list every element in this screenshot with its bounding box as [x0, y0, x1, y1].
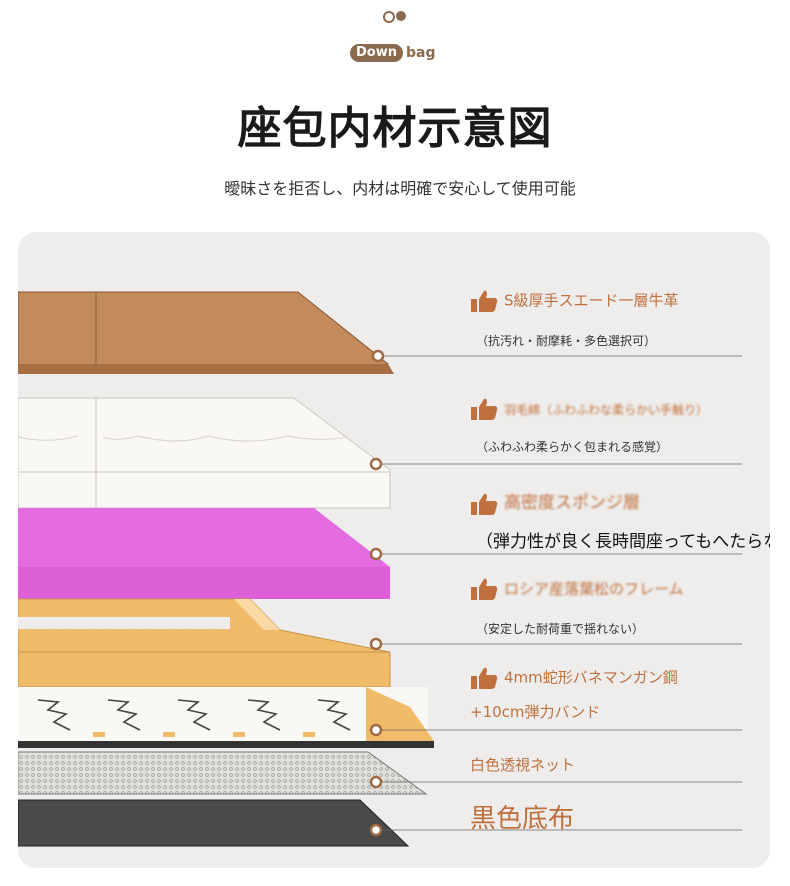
- indicator-dot-inactive: [383, 11, 395, 23]
- indicator-dot-active: [396, 11, 406, 21]
- layer-5-name: 4mm蛇形バネマンガン鋼: [504, 668, 678, 687]
- layer-wood-frame: [18, 598, 391, 688]
- layer-3-name: 高密度スポンジ層: [504, 493, 640, 513]
- thumbs-up-icon: [471, 290, 498, 312]
- layer-6-label: 白色透視ネット: [470, 756, 576, 774]
- layer-5-note: +10cm弾力バンド: [470, 703, 601, 721]
- layer-sponge: [18, 508, 390, 599]
- layer-1-note: （抗汚れ・耐摩耗・多色選択可）: [476, 334, 657, 348]
- thumbs-up-icon: [471, 398, 498, 420]
- layer-1-label: S級厚手スエード一層牛革: [470, 289, 679, 313]
- page-title: 座包内材示意図: [237, 103, 553, 154]
- layer-diagram-panel: S級厚手スエード一層牛革 （抗汚れ・耐摩耗・多色選択可） 羽毛綿（ふわふわな柔ら…: [18, 232, 770, 868]
- carousel-indicator: [383, 10, 409, 24]
- thumbs-up-icon: [471, 667, 498, 689]
- page-subtitle: 曖昧さを拒否し、内材は明確で安心して使用可能: [224, 179, 576, 198]
- leader-lines: [376, 355, 742, 831]
- layer-3-note: （弾力性が良く長時間座ってもへたらない: [476, 532, 770, 552]
- layer-2-note: （ふわふわ柔らかく包まれる感覚）: [476, 440, 669, 454]
- thumbs-up-icon: [471, 493, 498, 515]
- layer-black-base: [18, 799, 410, 847]
- layer-5-label: 4mm蛇形バネマンガン鋼: [470, 666, 678, 690]
- layer-4-name: ロシア産落葉松のフレーム: [504, 579, 684, 598]
- layer-leather: [18, 291, 394, 374]
- layer-2-name: 羽毛綿（ふわふわな柔らかい手触り）: [504, 402, 709, 417]
- layer-3-label: 高密度スポンジ層: [470, 488, 640, 516]
- layer-mesh: [18, 751, 428, 795]
- thumbs-up-icon: [471, 578, 498, 600]
- layer-4-label: ロシア産落葉松のフレーム: [470, 577, 684, 601]
- layer-1-name: S級厚手スエード一層牛革: [504, 291, 679, 310]
- layer-7-label: 黒色底布: [470, 804, 575, 834]
- layer-4-note: （安定した耐荷重で揺れない）: [476, 622, 645, 636]
- brand-logo: Down bag: [350, 44, 436, 62]
- layer-springs: [18, 687, 434, 748]
- leader-markers: [369, 349, 385, 837]
- brand-tail: bag: [406, 45, 436, 61]
- layer-stack-illustration: [18, 291, 742, 847]
- layer-down-cotton: [18, 397, 391, 509]
- brand-pill: Down: [350, 44, 403, 62]
- layer-2-label: 羽毛綿（ふわふわな柔らかい手触り）: [470, 397, 708, 421]
